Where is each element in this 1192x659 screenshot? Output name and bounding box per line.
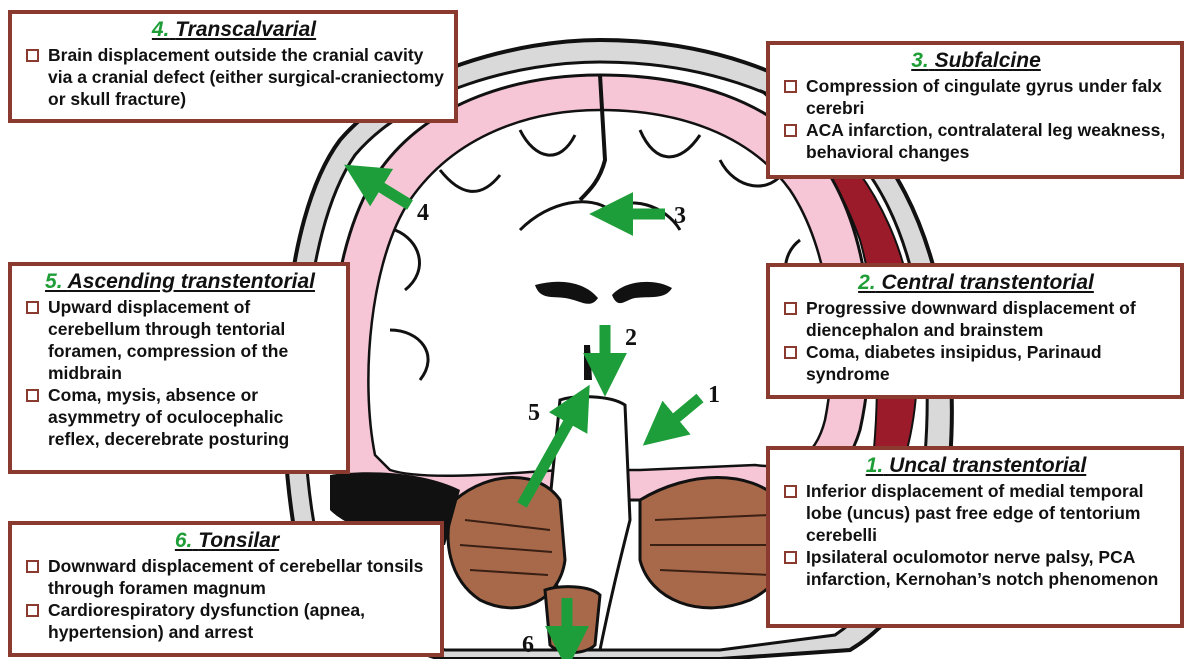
checkbox-bullet-icon (26, 604, 39, 617)
bullet-text: Upward displacement of cerebellum throug… (48, 297, 288, 383)
box-central-transtentorial: 2. Central transtentorial Progressive do… (766, 263, 1184, 399)
checkbox-bullet-icon (784, 302, 797, 315)
bullet-item: Compression of cingulate gyrus under fal… (782, 75, 1170, 119)
arrow-label-6: 6 (522, 632, 534, 658)
checkbox-bullet-icon (26, 49, 39, 62)
arrow-label-4: 4 (417, 200, 429, 226)
bullet-item: Brain displacement outside the cranial c… (24, 44, 444, 110)
box-transcalvarial: 4. Transcalvarial Brain displacement out… (8, 10, 458, 123)
box-number: 4. (152, 18, 170, 41)
bullet-item: Coma, diabetes insipidus, Parinaud syndr… (782, 341, 1170, 385)
checkbox-bullet-icon (26, 301, 39, 314)
box-title: 6. Tonsilar (24, 529, 430, 553)
checkbox-bullet-icon (26, 560, 39, 573)
arrow-label-5: 5 (528, 400, 540, 426)
bullet-text: Brain displacement outside the cranial c… (48, 45, 444, 109)
bullet-item: Coma, mysis, absence or asymmetry of ocu… (24, 384, 336, 450)
checkbox-bullet-icon (784, 80, 797, 93)
bullet-text: Compression of cingulate gyrus under fal… (806, 76, 1162, 118)
bullet-text: Downward displacement of cerebellar tons… (48, 556, 423, 598)
bullet-item: Inferior displacement of medial temporal… (782, 480, 1170, 546)
box-title-text: Tonsilar (198, 529, 279, 552)
bullet-item: Progressive downward displacement of die… (782, 297, 1170, 341)
checkbox-bullet-icon (784, 346, 797, 359)
bullet-text: Coma, mysis, absence or asymmetry of ocu… (48, 385, 289, 449)
box-uncal-transtentorial: 1. Uncal transtentorial Inferior displac… (766, 446, 1184, 628)
box-title-text: Subfalcine (935, 49, 1041, 72)
bullet-item: Upward displacement of cerebellum throug… (24, 296, 336, 384)
bullet-text: Coma, diabetes insipidus, Parinaud syndr… (806, 342, 1102, 384)
bullet-text: ACA infarction, contralateral leg weakne… (806, 120, 1165, 162)
bullet-item: Ipsilateral oculomotor nerve palsy, PCA … (782, 546, 1170, 590)
box-number: 3. (911, 49, 929, 72)
box-title: 4. Transcalvarial (24, 18, 444, 42)
bullet-text: Inferior displacement of medial temporal… (806, 481, 1143, 545)
box-number: 2. (858, 271, 876, 294)
bullet-item: Downward displacement of cerebellar tons… (24, 555, 430, 599)
checkbox-bullet-icon (26, 389, 39, 402)
box-title: 2. Central transtentorial (782, 271, 1170, 295)
box-title: 1. Uncal transtentorial (782, 454, 1170, 478)
bullet-text: Cardiorespiratory dysfunction (apnea, hy… (48, 600, 365, 642)
bullet-item: Cardiorespiratory dysfunction (apnea, hy… (24, 599, 430, 643)
box-title-text: Transcalvarial (175, 18, 316, 41)
box-title: 5. Ascending transtentorial (24, 270, 336, 294)
box-tonsilar: 6. Tonsilar Downward displacement of cer… (8, 521, 444, 657)
checkbox-bullet-icon (784, 485, 797, 498)
box-number: 6. (175, 529, 193, 552)
box-title: 3. Subfalcine (782, 49, 1170, 73)
box-title-text: Uncal transtentorial (889, 454, 1086, 477)
arrow-label-1: 1 (708, 382, 720, 408)
arrow-label-2: 2 (625, 325, 637, 351)
bullet-text: Ipsilateral oculomotor nerve palsy, PCA … (806, 547, 1158, 589)
box-number: 1. (866, 454, 884, 477)
bullet-item: ACA infarction, contralateral leg weakne… (782, 119, 1170, 163)
box-subfalcine: 3. Subfalcine Compression of cingulate g… (766, 41, 1184, 179)
box-number: 5. (45, 270, 63, 293)
box-title-text: Ascending transtentorial (68, 270, 315, 293)
checkbox-bullet-icon (784, 551, 797, 564)
box-ascending-transtentorial: 5. Ascending transtentorial Upward displ… (8, 262, 350, 474)
box-title-text: Central transtentorial (881, 271, 1093, 294)
bullet-text: Progressive downward displacement of die… (806, 298, 1136, 340)
arrow-label-3: 3 (674, 203, 686, 229)
checkbox-bullet-icon (784, 124, 797, 137)
